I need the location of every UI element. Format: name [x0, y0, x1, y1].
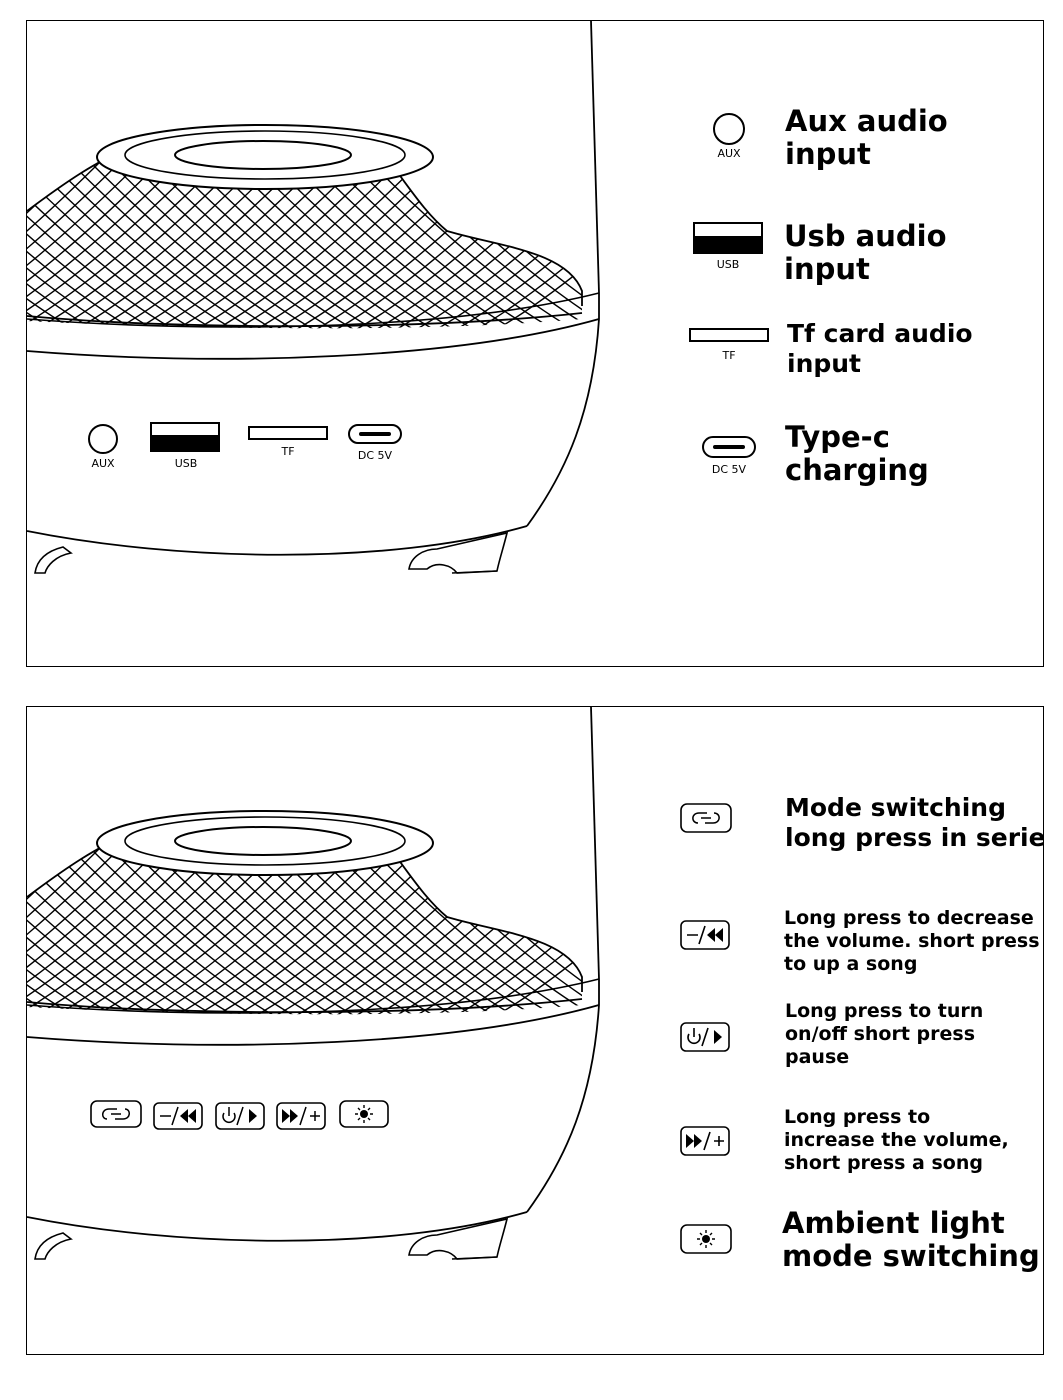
device-power-button — [215, 1102, 265, 1130]
svg-text:TF: TF — [280, 445, 294, 458]
mode-link-icon — [680, 803, 732, 833]
device-dc-port: DC 5V — [348, 424, 402, 462]
device-usb-port: USB — [150, 422, 220, 470]
svg-text:DC 5V: DC 5V — [712, 463, 747, 476]
legend-volume-down-text: Long press to decrease the volume. short… — [784, 907, 1040, 975]
device-aux-port: AUX — [88, 424, 118, 470]
legend-power-text: Long press to turn on/off short press pa… — [785, 1000, 984, 1068]
device-volume-down-button — [153, 1102, 203, 1130]
svg-text:USB: USB — [175, 457, 198, 470]
usb-c-port-icon: DC 5V — [702, 436, 756, 476]
volume-down-previous-icon — [680, 920, 730, 950]
aux-jack-icon: AUX — [713, 113, 745, 159]
device-light-button — [339, 1100, 389, 1128]
legend-aux-text: Aux audio input — [785, 104, 948, 171]
svg-text:DC 5V: DC 5V — [358, 449, 393, 462]
speaker-illustration: AUX USB TF DC 5V — [27, 21, 600, 574]
speaker-illustration — [27, 707, 600, 1260]
legend-light-text: Ambient light mode switching — [782, 1206, 1040, 1273]
device-volume-up-button — [276, 1102, 326, 1130]
svg-text:AUX: AUX — [717, 147, 741, 159]
buttons-panel: Mode switching long press in series Long… — [26, 706, 1044, 1355]
legend-tf-text: Tf card audio input — [787, 319, 973, 378]
legend-usb-text: Usb audio input — [784, 219, 947, 286]
ambient-light-icon — [680, 1224, 732, 1254]
svg-text:TF: TF — [721, 349, 735, 362]
legend-typec-text: Type-c charging — [785, 420, 929, 487]
tf-slot-icon: TF — [689, 328, 769, 362]
device-mode-button — [90, 1100, 142, 1128]
legend-volume-up-text: Long press to increase the volume, short… — [784, 1106, 1009, 1174]
ports-panel: AUX USB TF DC 5V AUX USB TF DC 5V — [26, 20, 1044, 667]
volume-up-next-icon — [680, 1126, 730, 1156]
svg-text:USB: USB — [717, 258, 740, 271]
legend-mode-text: Mode switching long press in series — [785, 793, 1044, 852]
svg-text:AUX: AUX — [91, 457, 115, 470]
usb-port-icon: USB — [693, 222, 763, 271]
device-tf-slot: TF — [248, 426, 328, 458]
power-play-icon — [680, 1022, 730, 1052]
